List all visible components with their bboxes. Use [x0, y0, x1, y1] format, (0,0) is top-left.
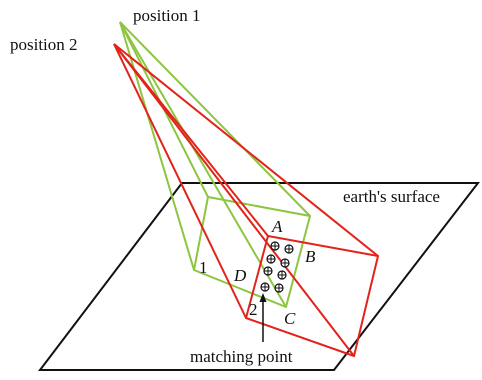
matching-point-marker [277, 270, 287, 280]
corner-d-label: D [233, 266, 247, 285]
position-1-footprint [193, 196, 311, 308]
corner-b-label: B [305, 247, 316, 266]
position-1-frustum [119, 21, 311, 308]
position-2-ray-4 [113, 43, 247, 319]
matching-point-marker [260, 282, 270, 292]
position-2-ray-2 [113, 43, 379, 257]
position-2-label: position 2 [10, 35, 78, 54]
matching-point-marker [280, 258, 290, 268]
matching-point-arrow [259, 293, 267, 342]
footprint-1-label: 1 [199, 258, 208, 277]
position-2-ray-3 [113, 43, 355, 357]
position-1-ray-4 [119, 21, 195, 271]
matching-point-marker [266, 254, 276, 264]
earth-surface-plane [37, 182, 481, 371]
matching-point-marker [263, 266, 273, 276]
matching-points [260, 241, 294, 293]
matching-point-marker [284, 244, 294, 254]
corner-a-label: A [271, 217, 283, 236]
matching-point-marker [270, 241, 280, 251]
position-1-ray-2 [119, 21, 311, 217]
earth-surface-label: earth's surface [343, 187, 440, 206]
matching-point-label: matching point [190, 347, 293, 366]
footprint-2-label: 2 [249, 300, 258, 319]
corner-c-label: C [284, 309, 296, 328]
position-1-label: position 1 [133, 6, 201, 25]
position-1-ray-3 [119, 21, 287, 308]
position-2-footprint [245, 235, 379, 357]
matching-point-marker [274, 283, 284, 293]
position-2-frustum [113, 43, 379, 357]
